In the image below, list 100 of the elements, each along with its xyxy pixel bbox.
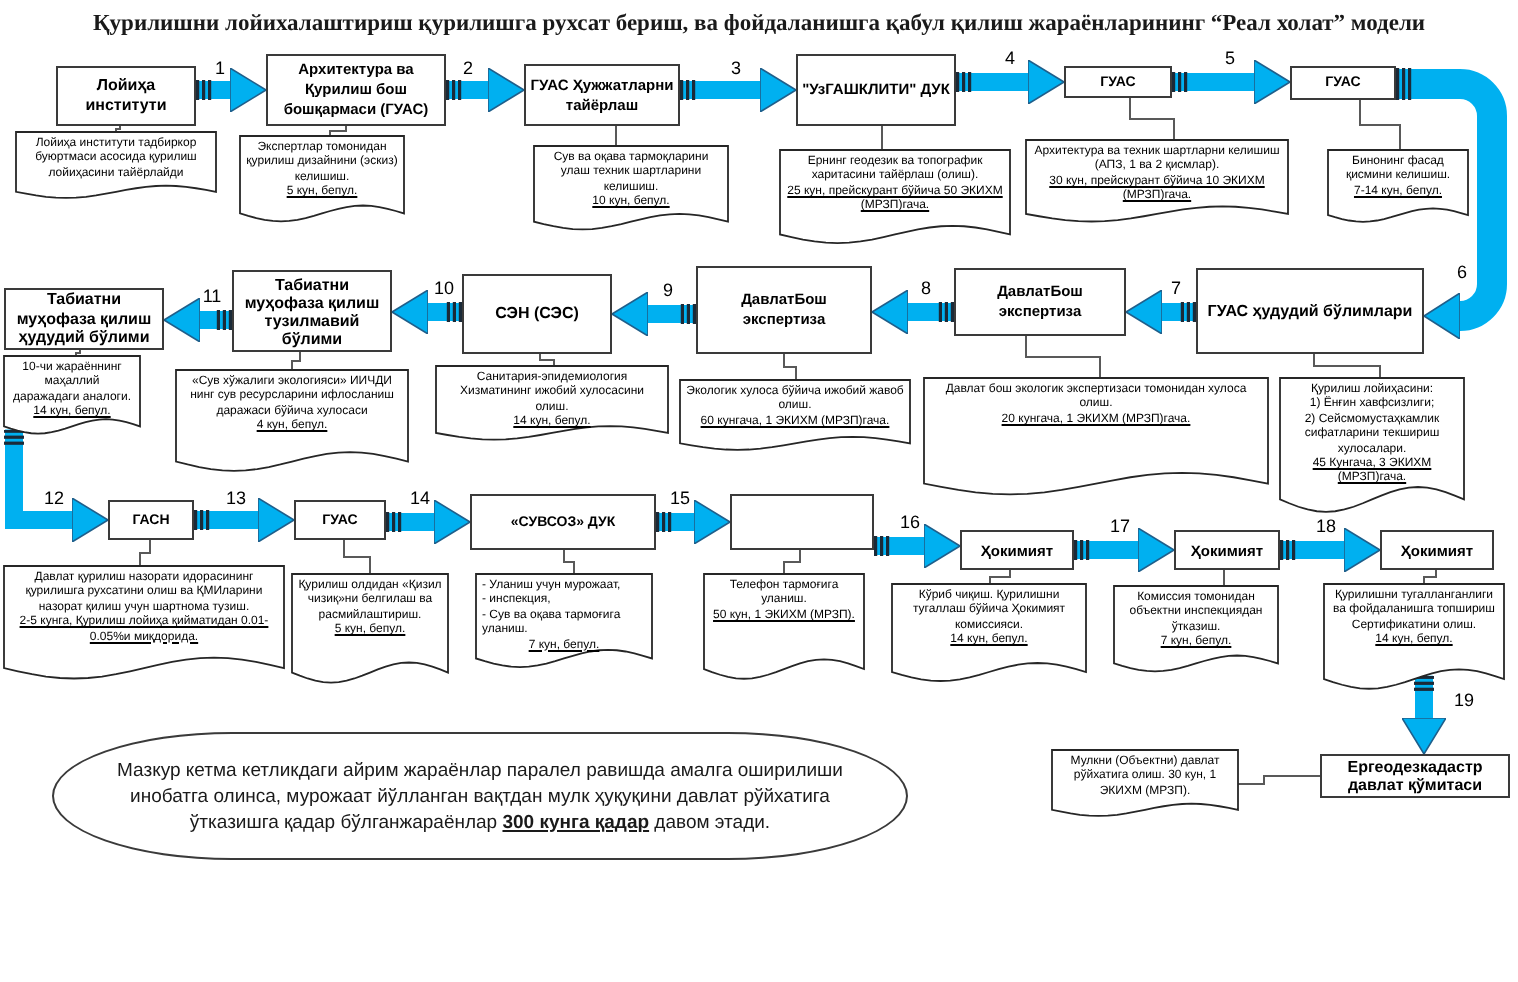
step-number: 18 <box>1314 516 1338 536</box>
document-note <box>292 574 448 686</box>
document-note <box>176 370 408 474</box>
block-arrow <box>194 497 295 543</box>
process-box <box>56 66 196 126</box>
step-number: 2 <box>461 58 475 78</box>
process-box <box>1290 66 1396 100</box>
leader-line <box>115 125 121 133</box>
box-label: ГУАС ҳудудий бўлимлари <box>1207 301 1413 321</box>
process-box <box>954 268 1126 336</box>
leader-line <box>989 569 1011 585</box>
block-arrow <box>874 523 961 569</box>
step-number: 17 <box>1108 516 1132 536</box>
step-number: 19 <box>1452 690 1476 710</box>
block-arrow <box>611 291 696 337</box>
process-box <box>1064 66 1172 98</box>
box-label: Табиатни муҳофаза қилиш ҳудудий бўлими <box>14 290 154 348</box>
process-box <box>1320 754 1510 798</box>
step-number: 16 <box>898 512 922 532</box>
leader-line <box>291 351 301 371</box>
leader-line <box>139 539 151 567</box>
document-note <box>924 378 1268 498</box>
document-note <box>704 574 864 682</box>
step-number: 13 <box>224 488 248 508</box>
leader-line <box>1223 569 1225 587</box>
process-box <box>960 530 1074 570</box>
leader-line <box>1129 97 1175 141</box>
box-label: СЭН (СЭС) <box>495 304 579 324</box>
document-note <box>4 566 284 682</box>
block-arrow <box>1125 289 1196 335</box>
step-number: 4 <box>1003 48 1017 68</box>
document-note <box>436 366 668 442</box>
box-label: Лойиҳа институти <box>83 76 169 116</box>
step-number: 15 <box>668 488 692 508</box>
block-arrow <box>680 67 797 113</box>
document-note <box>1052 750 1238 818</box>
diagram-title: Қурилишни лойихалаштириш қурилишга рухсат бериш, ва фойдаланишга қабул қилиш жараёнларининг “Реал холат” модели <box>92 10 1426 38</box>
step-number: 5 <box>1223 48 1237 68</box>
process-box <box>294 500 386 540</box>
leader-line <box>329 125 347 137</box>
document-note <box>4 356 140 436</box>
document-note <box>680 380 910 452</box>
document-note <box>1328 150 1468 224</box>
step-number: 14 <box>408 488 432 508</box>
step-number: 3 <box>729 58 743 78</box>
box-label: Табиатни муҳофаза қилиш тузилмавий бўлими <box>242 275 382 347</box>
process-box <box>470 494 656 550</box>
step-number: 12 <box>42 488 66 508</box>
leader-line <box>75 349 81 357</box>
block-arrow <box>4 429 109 543</box>
leader-line <box>881 125 883 151</box>
block-arrow <box>391 289 462 335</box>
block-arrow <box>1396 69 1507 339</box>
leader-line <box>1359 99 1401 151</box>
block-arrow <box>163 297 232 343</box>
block-arrow <box>196 67 267 113</box>
document-note <box>16 132 216 200</box>
block-arrow <box>446 67 525 113</box>
block-arrow <box>1172 59 1291 105</box>
step-number: 10 <box>432 278 456 298</box>
step-number: 8 <box>919 278 933 298</box>
document-note <box>1324 584 1504 692</box>
leader-line <box>343 539 371 575</box>
note-text: Мазкур кетма кетликдаги айрим жараёнлар паралел равишда амалга оширилиши инобатга олинса, мурожаат йўлланган вақтдан мулк ҳуқуқини давлат рўйхатига ўтказишга қадар бўлганжараёнлар 300 кунга қадар давом этади. <box>115 757 845 835</box>
process-box <box>1380 530 1494 570</box>
step-number: 1 <box>213 58 227 78</box>
process-box <box>524 64 680 126</box>
document-note <box>1280 378 1464 516</box>
step-number: 11 <box>200 286 224 306</box>
process-box <box>462 274 612 354</box>
leader-line <box>1025 335 1101 379</box>
leader-line <box>539 353 555 367</box>
leader-line <box>1313 353 1381 379</box>
leader-line <box>615 125 617 147</box>
process-box <box>266 54 446 126</box>
process-box <box>696 266 872 354</box>
leader-line <box>1237 775 1321 785</box>
document-note <box>476 574 652 670</box>
block-arrow <box>956 59 1065 105</box>
leader-line <box>1423 569 1437 585</box>
process-box <box>796 54 956 126</box>
document-note <box>240 136 404 224</box>
process-box <box>1196 268 1424 354</box>
document-note <box>1026 140 1288 224</box>
leader-line <box>563 549 575 575</box>
step-number: 6 <box>1455 262 1469 282</box>
document-note <box>534 146 728 232</box>
step-number: 9 <box>661 280 675 300</box>
step-number: 7 <box>1169 278 1183 298</box>
document-note <box>892 584 1086 684</box>
leader-line <box>783 549 801 575</box>
box-label: Ергеодезкадастр давлат қўмитаси <box>1345 757 1485 795</box>
block-arrow <box>1280 527 1381 573</box>
block-arrow <box>1074 527 1175 573</box>
block-arrow <box>871 289 954 335</box>
document-note <box>1114 586 1278 674</box>
block-arrow <box>1401 675 1447 755</box>
block-arrow <box>386 499 471 545</box>
process-box <box>108 500 194 540</box>
leader-line <box>783 353 797 381</box>
